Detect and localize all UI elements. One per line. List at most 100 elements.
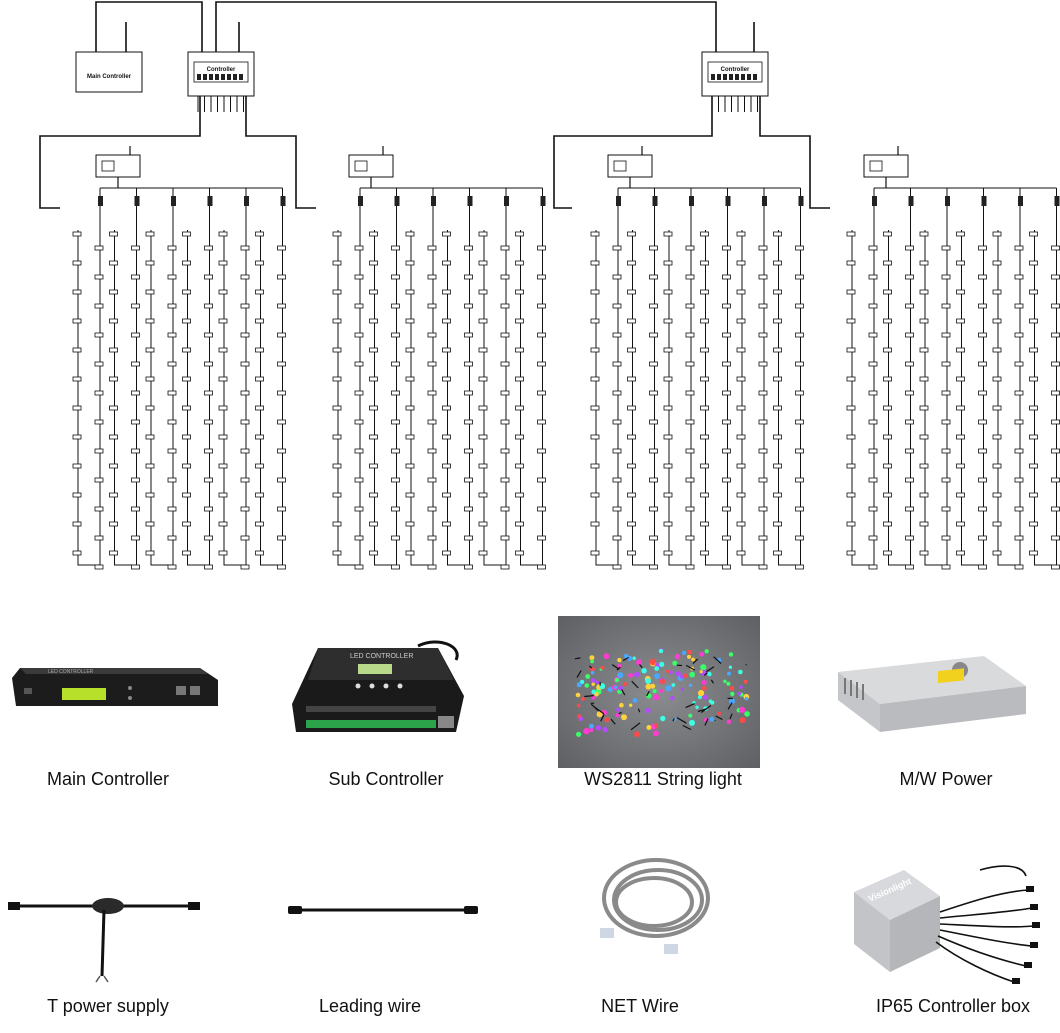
- led-bulb: [614, 677, 620, 683]
- led-string: [405, 188, 437, 570]
- led-bulb: [576, 703, 581, 708]
- caption-sub-controller: Sub Controller: [328, 769, 444, 789]
- led-bulb: [700, 664, 707, 671]
- led-bulb: [629, 703, 633, 707]
- leading-wire-icon: [286, 898, 480, 927]
- led-string: [663, 188, 695, 570]
- led-bulb: [669, 670, 673, 675]
- led-bulb: [628, 673, 633, 678]
- led-bulb: [692, 701, 696, 705]
- led-bulb: [650, 683, 656, 689]
- led-bulb: [744, 711, 750, 717]
- t-connector-icon: [4, 886, 204, 991]
- led-panel: [332, 146, 546, 570]
- led-bulb: [743, 679, 748, 684]
- led-bulb: [709, 716, 715, 722]
- led-bulb: [708, 699, 713, 704]
- led-string: [773, 188, 804, 570]
- led-bulb: [633, 671, 640, 678]
- led-bulb: [680, 675, 684, 679]
- led-bulb: [687, 654, 691, 659]
- led-string: [255, 188, 286, 570]
- led-bulb: [580, 696, 585, 701]
- controller-box: Controller: [701, 51, 769, 112]
- led-string: [218, 188, 250, 570]
- led-string: [992, 188, 1024, 570]
- led-bulb: [578, 716, 584, 722]
- led-bulb: [604, 717, 610, 723]
- led-bulb: [702, 694, 708, 700]
- led-bulb: [739, 706, 746, 713]
- led-bulb: [689, 719, 695, 726]
- led-bulb: [738, 669, 743, 675]
- led-bulb: [646, 725, 652, 730]
- net-wire-icon: [594, 852, 718, 967]
- led-bulb: [632, 698, 638, 703]
- led-bulb: [739, 685, 743, 689]
- led-bulb: [591, 695, 596, 700]
- led-string: [478, 188, 510, 570]
- led-string: [700, 188, 731, 570]
- led-string: [145, 188, 177, 570]
- controller-box: Controller: [187, 51, 255, 112]
- led-bulb: [595, 680, 599, 685]
- led-string: [956, 188, 987, 570]
- led-bulb: [617, 672, 624, 679]
- led-bulb: [590, 671, 595, 675]
- caption-main-controller: Main Controller: [46, 769, 170, 789]
- led-bulb: [680, 687, 685, 691]
- main-controller-icon: LED CONTROLLER: [8, 650, 218, 725]
- led-bulb: [728, 652, 734, 657]
- led-bulb: [672, 660, 678, 666]
- caption-t-power: T power supply: [47, 996, 169, 1016]
- led-bulb: [658, 648, 664, 654]
- caption-power: M/W Power: [899, 769, 993, 789]
- led-panel: [846, 146, 1060, 570]
- led-bulb: [615, 713, 620, 718]
- led-bulb: [737, 691, 742, 696]
- panel-controller-box: [95, 146, 141, 188]
- main-controller-label: Main Controller: [87, 74, 132, 80]
- led-bulb: [614, 685, 618, 689]
- led-string: [883, 188, 914, 570]
- led-bulb: [699, 652, 705, 657]
- led-string: [846, 188, 878, 570]
- led-bulb: [616, 707, 620, 712]
- caption-string-light: WS2811 String light: [584, 769, 742, 789]
- led-bulb: [584, 683, 590, 688]
- led-bulb: [653, 694, 660, 701]
- led-bulb: [698, 690, 705, 697]
- caption-leading-wire: Leading wire: [318, 996, 422, 1016]
- led-bulb: [596, 711, 603, 718]
- wiring-lines: [39, 1, 830, 209]
- led-bulb: [744, 696, 749, 701]
- controller-label: Controller: [721, 67, 750, 73]
- led-string: [72, 188, 104, 570]
- wiring-diagram: Main Controller Controller Controller: [39, 1, 1060, 570]
- led-bulb: [591, 689, 596, 694]
- led-bulb: [621, 714, 627, 721]
- led-bulb: [660, 678, 665, 684]
- led-bulb: [674, 653, 681, 660]
- led-bulb: [671, 683, 676, 687]
- led-bulb: [602, 727, 608, 733]
- led-bulb: [576, 682, 582, 688]
- led-bulb: [623, 653, 629, 659]
- led-bulb: [607, 687, 613, 692]
- led-string: [332, 188, 364, 570]
- led-bulb: [689, 671, 695, 678]
- led-bulb: [695, 705, 699, 709]
- led-string: [515, 188, 546, 570]
- led-bulb: [589, 655, 595, 661]
- led-bulb: [681, 650, 687, 656]
- ip65-box-icon: Visionlight: [850, 862, 1044, 999]
- panel-controller-box: [348, 146, 394, 188]
- led-bulb: [619, 702, 624, 708]
- led-bulb: [649, 658, 656, 666]
- led-bulb: [579, 679, 585, 685]
- main-controller-box: Main Controller: [75, 51, 143, 93]
- led-bulb: [595, 725, 602, 731]
- led-bulb: [665, 685, 672, 692]
- led-bulb: [729, 698, 735, 705]
- led-bulb: [654, 673, 660, 679]
